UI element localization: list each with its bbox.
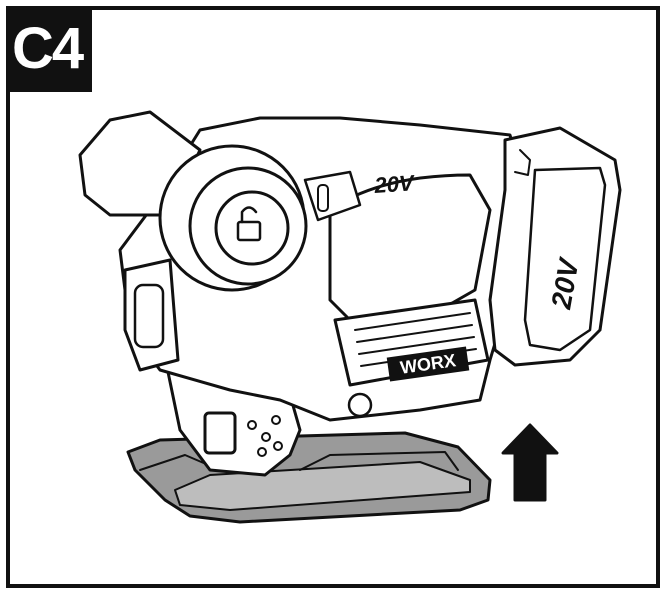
- base-shoe: [126, 431, 492, 524]
- voltage-label-body: 20V: [373, 170, 417, 198]
- illustration-frame: [6, 6, 660, 588]
- unlock-icon: [236, 206, 262, 242]
- labels: WORX 20V 20V: [373, 170, 585, 382]
- battery-pack: [488, 126, 622, 367]
- arrow-up-icon: [501, 423, 559, 502]
- step-label: C4: [6, 6, 92, 92]
